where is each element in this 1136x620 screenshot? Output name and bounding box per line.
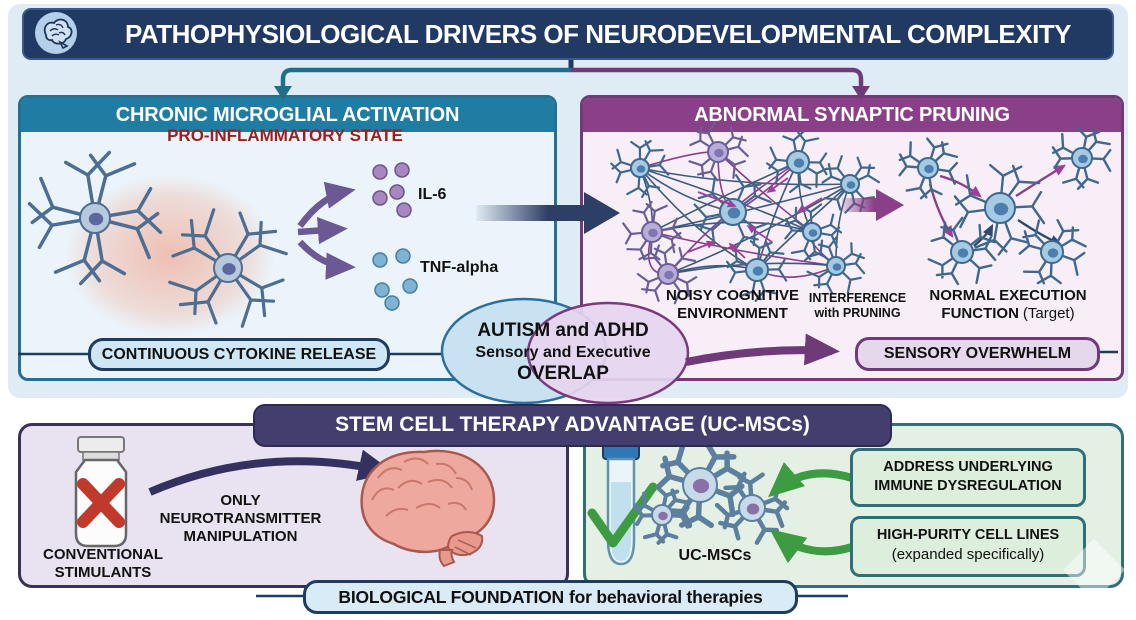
overlap-label: AUTISM and ADHD Sensory and Executive OV… [475,320,651,384]
interference-label: INTERFERENCE with PRUNING [808,291,907,320]
conventional-stimulants-label: CONVENTIONAL STIMULANTS [43,546,163,581]
title-banner: PATHOPHYSIOLOGICAL DRIVERS OF NEURODEVEL… [22,8,1114,60]
il6-label: IL-6 [418,186,447,203]
brain-icon [35,12,77,54]
benefit-purity-box: HIGH-PURITY CELL LINES (expanded specifi… [850,516,1086,577]
cytokine-release-pill: CONTINUOUS CYTOKINE RELEASE [88,338,390,371]
pro-inflammatory-label: PRO-INFLAMMATORY STATE [167,126,403,145]
stem-cell-banner: STEM CELL THERAPY ADVANTAGE (UC-MSCs) [253,404,892,447]
inflammation-glow [30,148,310,363]
tnf-label: TNF-alpha [420,259,499,276]
ucmsc-label: UC-MSCs [678,547,752,564]
benefit-immune-box: ADDRESS UNDERLYING IMMUNE DYSREGULATION [850,448,1086,507]
neurotransmitter-label: ONLY NEUROTRANSMITTER MANIPULATION [159,492,322,545]
microglial-box-header: CHRONIC MICROGLIAL ACTIVATION [21,98,554,132]
page-title: PATHOPHYSIOLOGICAL DRIVERS OF NEURODEVEL… [124,19,1072,49]
noisy-environment-label: NOISY COGNITIVE ENVIRONMENT [665,287,800,322]
normal-execution-label: NORMAL EXECUTION FUNCTION(Target) [929,287,1087,322]
sensory-overwhelm-pill: SENSORY OVERWHELM [855,337,1100,371]
pruning-box-header: ABNORMAL SYNAPTIC PRUNING [583,98,1121,132]
